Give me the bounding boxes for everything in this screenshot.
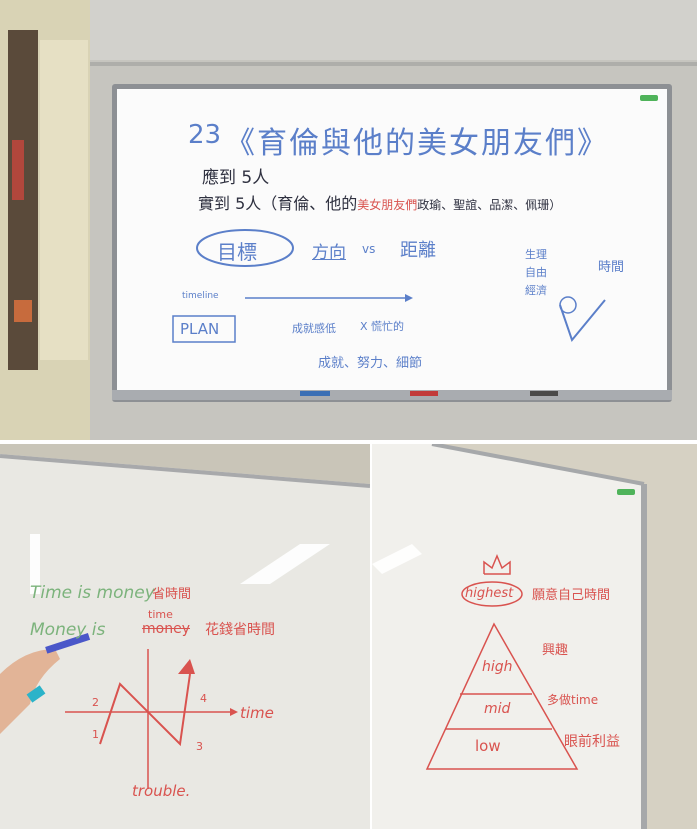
- attendance-expected: 應到 5人: [202, 168, 270, 188]
- graph-label-3: 3: [196, 740, 203, 753]
- whiteboard-surface: [117, 89, 667, 394]
- line2-insert: time: [148, 608, 173, 621]
- trouble-label: trouble.: [132, 782, 191, 800]
- goal-circle: [196, 229, 294, 267]
- mid-note: 多做time: [547, 693, 599, 707]
- low-label: low: [475, 737, 501, 755]
- right-list-item: 生理: [525, 248, 547, 261]
- plan-note-1: 成就感低: [292, 322, 336, 335]
- line2-blue: Money is: [30, 620, 106, 640]
- trophy: [12, 140, 24, 200]
- low-note: 眼前利益: [564, 734, 620, 750]
- pyramid: [425, 622, 579, 770]
- axis-label: time: [240, 704, 274, 722]
- highest-circle: [461, 581, 523, 607]
- board-title: 《育倫與他的美女朋友們》: [225, 126, 609, 161]
- graph-x-arrowhead: [230, 708, 238, 716]
- board-logo: [640, 95, 658, 101]
- attendance-actual-text: 實到 5人（育倫、他的: [198, 194, 358, 213]
- glare: [240, 544, 330, 584]
- line1-red: 省時間: [152, 587, 192, 602]
- board-logo: [617, 489, 635, 495]
- timeline-arrowhead: [405, 294, 413, 302]
- bottom-right-photo-panel: highest 願意自己時間 high 興趣 mid 多做time low 眼前…: [372, 444, 697, 829]
- plan-note-3: 成就、努力、細節: [318, 356, 423, 371]
- top-photo-scene: [0, 0, 697, 440]
- plan-note-2: X 慌忙的: [360, 320, 405, 333]
- top-photo-panel: 23 《育倫與他的美女朋友們》 應到 5人 實到 5人（育倫、他的美女朋友們政瑜…: [0, 0, 697, 440]
- graph-flag: [178, 659, 195, 674]
- graph-label-4: 4: [200, 692, 207, 705]
- goal-label: 目標: [217, 240, 257, 264]
- vs-label: vs: [362, 242, 376, 256]
- direction-label: 方向: [312, 243, 346, 263]
- wall: [0, 444, 370, 484]
- wall-upper: [90, 0, 697, 60]
- marker-tray: [112, 390, 672, 400]
- line1-blue: Time is money: [30, 583, 155, 603]
- graph-curve: [99, 673, 191, 747]
- timeline-label: timeline: [182, 291, 219, 301]
- marker: [530, 391, 558, 396]
- attendance-highlight: 美女朋友們: [357, 198, 418, 212]
- line2-strike: money: [142, 621, 190, 637]
- graph-label-2: 2: [92, 696, 99, 709]
- high-note: 興趣: [542, 643, 569, 658]
- marker-pen: [45, 633, 91, 654]
- right-list-item: 自由: [525, 266, 547, 279]
- high-label: high: [482, 659, 513, 675]
- plan-box: [172, 315, 236, 343]
- highest-label: highest: [465, 586, 514, 601]
- distance-label: 距離: [400, 240, 436, 261]
- marker: [300, 391, 330, 396]
- mid-label: mid: [484, 701, 511, 717]
- wristband: [26, 685, 46, 703]
- highest-note: 願意自己時間: [532, 588, 611, 603]
- trophy-base: [14, 300, 32, 322]
- hand: [0, 649, 60, 734]
- bottom-right-scene: [372, 444, 697, 829]
- bottom-left-photo-panel: Time is money 省時間 Money is time money 花錢…: [0, 444, 370, 829]
- check-mark: [559, 299, 606, 343]
- graph-label-1: 1: [92, 728, 99, 741]
- crown-icon: [483, 554, 511, 575]
- attendance-names: 政瑜、聖誼、品潔、佩珊）: [417, 198, 562, 212]
- whiteboard-surface: [0, 444, 370, 829]
- bottom-left-scene: [0, 444, 370, 829]
- whiteboard-frame: [431, 444, 645, 486]
- plan-label: PLAN: [180, 320, 220, 338]
- glare: [372, 544, 422, 574]
- right-list-item: 經濟: [525, 284, 547, 297]
- cabinet-door: [40, 40, 88, 360]
- check-circle: [559, 296, 577, 314]
- attendance-actual: 實到 5人（育倫、他的美女朋友們政瑜、聖誼、品潔、佩珊）: [198, 190, 561, 214]
- board-title-number: 23: [188, 120, 222, 150]
- marker: [410, 391, 438, 396]
- whiteboard-frame: [0, 454, 370, 488]
- glare: [30, 534, 40, 594]
- whiteboard-surface: [372, 444, 642, 829]
- right-note: 時間: [598, 260, 625, 275]
- line2-red: 花錢省時間: [205, 622, 275, 638]
